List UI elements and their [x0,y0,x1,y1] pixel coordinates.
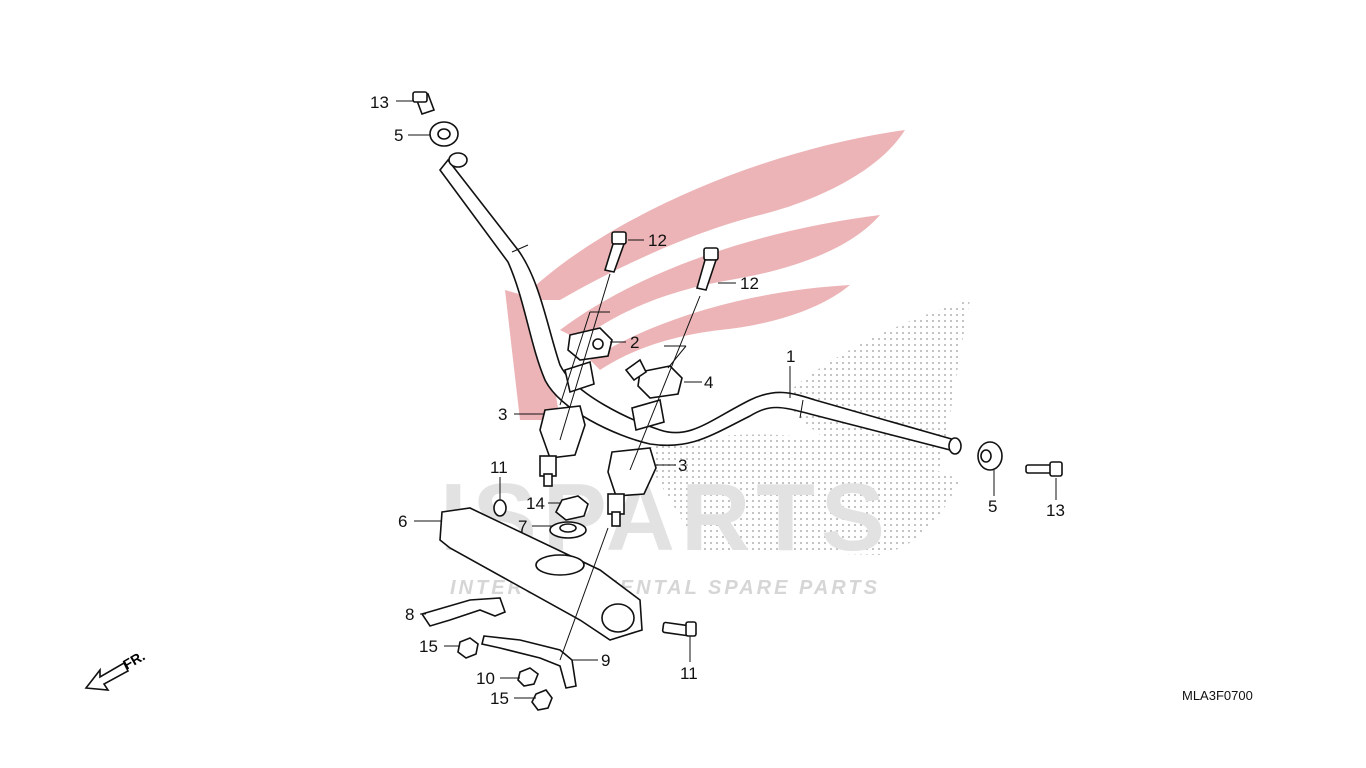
callout-1: 1 [786,347,795,366]
nut-15-b [531,689,553,711]
leader-lines [396,100,1057,699]
front-direction-arrow: FR. [84,648,148,691]
bar-end-weight-left [429,121,459,147]
callout-4: 4 [704,373,713,392]
nut-14 [554,495,589,521]
bolt-11-right [661,621,697,637]
washer-7 [549,521,587,539]
lower-holder-3-right [607,447,657,527]
callout-13-left: 13 [370,93,389,112]
bolt-12-a [603,231,627,273]
upper-holder-2 [567,327,613,361]
callout-labels: 13 5 12 12 1 2 4 3 3 11 14 7 6 5 13 8 15… [370,93,1065,708]
nut-15-a [457,637,479,659]
callout-15-b: 15 [490,689,509,708]
bracket-8 [420,597,507,627]
top-bridge-6 [439,507,643,641]
watermark-wing-dotted [640,300,970,555]
nut-10 [517,667,539,687]
callout-2: 2 [630,333,639,352]
callout-11-top: 11 [490,458,508,477]
knurl-bands [564,360,665,432]
upper-holder-4 [624,358,683,399]
bar-end-weight-right [977,441,1003,471]
callout-8: 8 [405,605,414,624]
arrow-icon [84,661,130,691]
callout-3-right: 3 [678,456,687,475]
diagram-code: MLA3F0700 [1182,688,1253,703]
callout-15-a: 15 [419,637,438,656]
callout-9: 9 [601,651,610,670]
callout-12-a: 12 [648,231,667,250]
callout-6: 6 [398,512,407,531]
callout-10: 10 [476,669,495,688]
callout-3-left: 3 [498,405,507,424]
callout-11-bottom: 11 [680,664,698,683]
callout-5-left: 5 [394,126,403,145]
callout-7: 7 [518,517,527,536]
callout-12-b: 12 [740,274,759,293]
callout-14: 14 [526,494,545,513]
bolt-13-right [1025,461,1063,477]
bracket-9 [481,635,577,689]
callout-13-right: 13 [1046,501,1065,520]
bolt-12-b [695,247,719,291]
callout-5-right: 5 [988,497,997,516]
cap-11-top [493,499,507,517]
bolt-13-left [412,91,436,116]
